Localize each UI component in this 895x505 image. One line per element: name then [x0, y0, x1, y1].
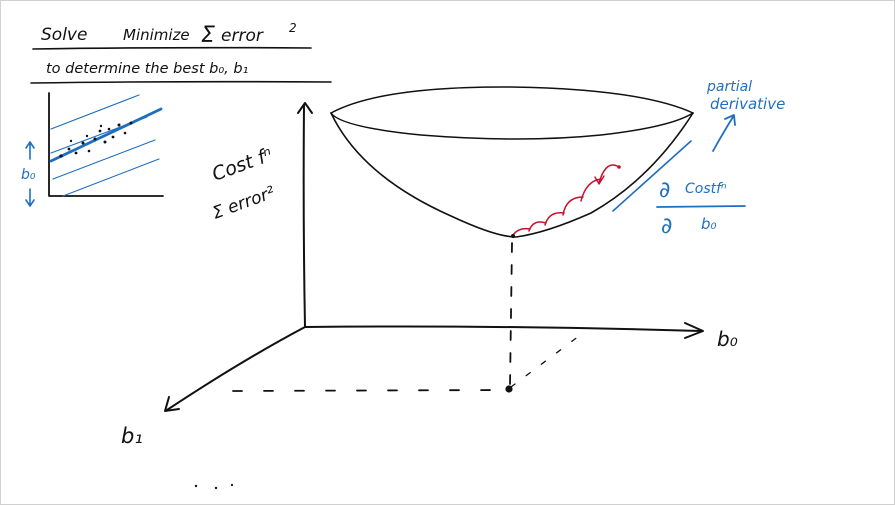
vertical-drop-line: [509, 242, 513, 387]
projection-lines: [232, 242, 584, 393]
descent-step-2: [580, 178, 602, 202]
descent-step-5: [528, 221, 547, 232]
inset-axes: [48, 92, 164, 197]
sum-error-squared-label: Σ error²: [210, 183, 278, 224]
vertical-axis: [302, 104, 306, 328]
cost-bowl-surface: [330, 86, 694, 238]
title-underline: [32, 46, 312, 50]
stray-mark-2: [214, 486, 218, 490]
title-square: 2: [289, 21, 297, 35]
inset-data-points: [59, 121, 133, 158]
inset-parallel-line-3: [52, 139, 156, 180]
subtitle-underline: [30, 80, 332, 84]
partial-symbol-bottom: ∂: [661, 214, 672, 239]
title-minimize: Minimize: [123, 26, 190, 44]
b0-axis: [304, 325, 702, 332]
descent-arrowhead-icon: [594, 175, 605, 185]
main-axes: [164, 102, 704, 412]
partial-label-line2: derivative: [710, 95, 785, 113]
inset-regression-sketch: b₀: [21, 92, 164, 207]
descent-start-dot: [617, 165, 621, 169]
descent-step-3: [562, 196, 584, 216]
bowl-rim-back: [330, 86, 694, 114]
cost-fn-label: Cost fⁿ: [209, 144, 275, 186]
title-subtitle: to determine the best b₀, b₁: [46, 61, 249, 77]
b0-up-arrow-icon: [25, 141, 35, 160]
partial-symbol-top: ∂: [659, 178, 670, 203]
title-error: error: [221, 26, 264, 46]
bowl-body: [330, 112, 694, 238]
denominator-label: b₀: [701, 215, 717, 233]
descent-step-6: [512, 227, 531, 236]
bowl-rim-front: [330, 112, 694, 140]
partial-label-arrow-icon: [712, 114, 736, 152]
title-sigma: Σ: [201, 23, 215, 48]
inset-parallel-line-4: [62, 158, 160, 197]
projected-minimum-point: [505, 385, 513, 393]
gradient-descent-path: [511, 164, 621, 238]
b1-axis: [166, 326, 306, 411]
b0-axis-arrowhead-icon: [684, 322, 704, 339]
stray-mark-3: [230, 483, 234, 487]
partial-label-line1: partial: [706, 79, 752, 95]
b0-axis-label: b₀: [717, 327, 738, 351]
b0-projection-line: [510, 332, 584, 388]
b0-down-arrow-icon: [25, 188, 35, 207]
inset-parallel-line-1: [50, 94, 140, 130]
b1-projection-line: [232, 389, 507, 392]
b1-axis-arrowhead-icon: [164, 396, 180, 412]
inset-fit-line: [49, 107, 163, 163]
vertical-axis-arrowhead-icon: [297, 102, 313, 114]
b1-axis-label: b₁: [121, 424, 143, 448]
partial-derivative-annotation: partial derivative ∂ Costfⁿ ∂ b₀: [656, 79, 785, 239]
numerator-label: Costfⁿ: [685, 181, 727, 197]
stray-mark-1: [194, 484, 198, 488]
tangent-line: [612, 140, 692, 212]
minimum-point: [511, 234, 515, 238]
descent-step-4: [544, 212, 565, 226]
fraction-bar: [656, 205, 746, 208]
inset-b0-label: b₀: [21, 167, 36, 183]
title-solve: Solve: [41, 25, 87, 45]
